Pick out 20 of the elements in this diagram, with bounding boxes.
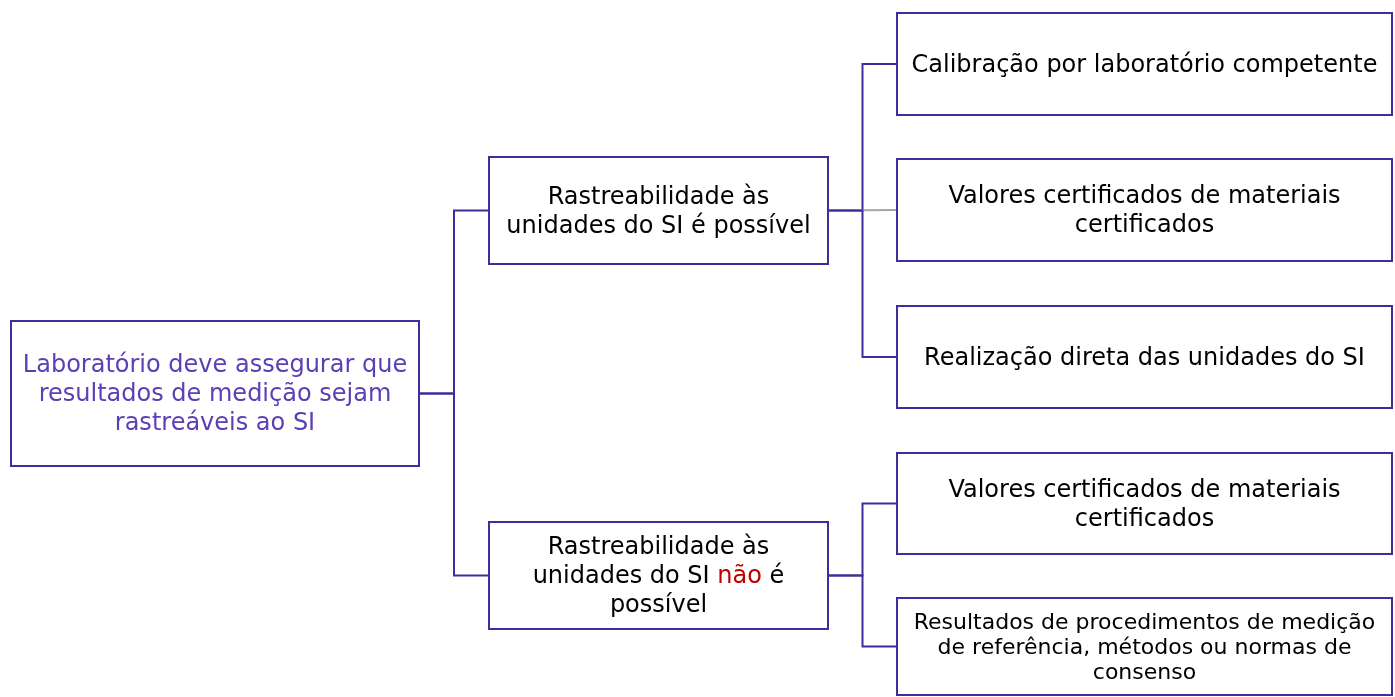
connector-line [828,574,897,648]
text-box [896,597,1393,696]
node-text: Rastreabilidade às unidades do SI é possível [505,181,812,240]
node-text: Laboratório deve assegurar que resultados de medição sejam rastreáveis ao SI [21,350,409,437]
text-box [488,521,829,630]
text-box [488,156,829,265]
node-text: Realização direta das unidades do SI [924,342,1365,372]
node-text: Valores certificados de materiais certificados [947,474,1342,533]
connector-line [828,209,897,358]
node-text: Calibração por laboratório competente [911,49,1378,79]
node-text: Resultados de procedimentos de medição de referência, métodos ou normas de consenso [912,608,1377,685]
text-box [10,320,420,467]
text-box [896,305,1393,409]
text-box [896,12,1393,116]
connector-line [419,392,489,577]
text-box [896,452,1393,555]
node-text: Rastreabilidade às unidades do SI não é possível [531,532,786,619]
node-text: Valores certificados de materiais certificados [947,181,1342,239]
text-box [896,158,1393,262]
connector-line [828,209,897,212]
